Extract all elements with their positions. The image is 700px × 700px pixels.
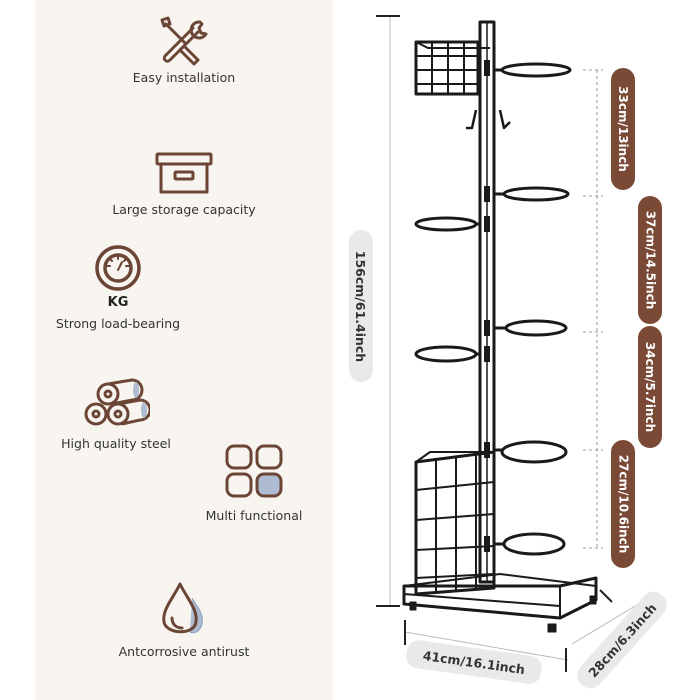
features-panel: Easy installation Large storage capacity <box>35 0 333 700</box>
dimension-section-1-label: 33cm/13inch <box>616 86 630 172</box>
water-drop-icon <box>162 582 203 634</box>
wrench-screwdriver-icon <box>160 16 208 66</box>
dimension-height-total: 156cm/61.4inch <box>349 230 373 382</box>
feature-multi-functional: Multi functional <box>189 444 319 523</box>
rack-frame <box>402 20 598 633</box>
feature-label: Multi functional <box>205 508 303 523</box>
dimension-section-3-label: 34cm/5.7inch <box>643 341 657 433</box>
feature-label: Strong load-bearing <box>55 316 181 331</box>
feature-label: Easy installation <box>132 70 236 85</box>
feature-strong-load: KG Strong load-bearing <box>53 244 183 331</box>
dimension-section-4: 27cm/10.6inch <box>611 440 635 568</box>
feature-label: Antcorrosive antirust <box>118 644 250 659</box>
dimension-section-4-label: 27cm/10.6inch <box>616 454 630 554</box>
dimension-section-2-label: 37cm/14.5inch <box>643 210 657 310</box>
dimension-section-1: 33cm/13inch <box>611 68 635 190</box>
grid-squares-icon <box>225 444 283 498</box>
feature-label: Large storage capacity <box>112 202 256 217</box>
dimension-height-label: 156cm/61.4inch <box>353 250 369 362</box>
kg-icon-text: KG <box>108 295 129 310</box>
dimension-section-3: 34cm/5.7inch <box>638 326 662 448</box>
feature-anticorrosive: Antcorrosive antirust <box>35 580 333 659</box>
feature-high-quality-steel: High quality steel <box>51 374 181 451</box>
feature-label: High quality steel <box>61 436 171 451</box>
steel-rolls-icon <box>84 378 150 426</box>
feature-easy-installation: Easy installation <box>35 14 333 85</box>
feature-large-storage: Large storage capacity <box>35 150 333 217</box>
dimension-section-2: 37cm/14.5inch <box>638 196 662 324</box>
kg-gauge-icon: KG <box>95 245 141 310</box>
storage-box-icon <box>155 152 213 194</box>
